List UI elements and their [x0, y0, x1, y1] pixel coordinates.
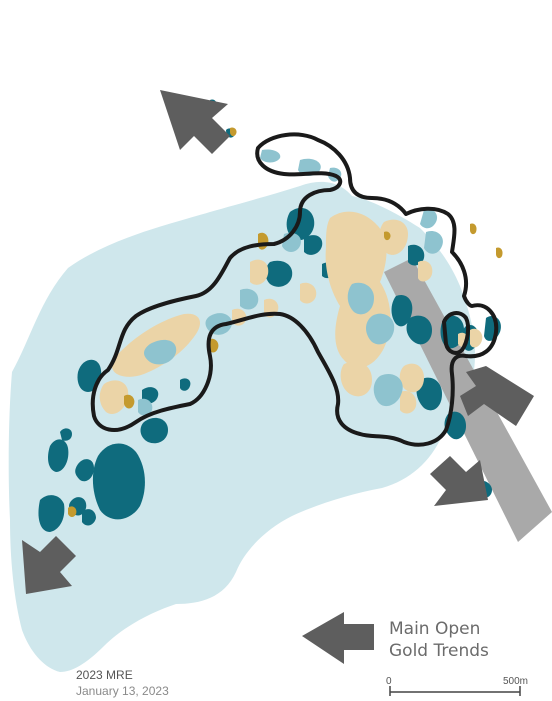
legend-line-2: Gold Trends [389, 641, 489, 661]
trend-arrow-northwest [160, 90, 230, 154]
scale-end-label: 500m [503, 676, 528, 687]
pit-shell-outline-small [441, 311, 471, 355]
caption-title: 2023 MRE [76, 668, 133, 682]
map-caption: 2023 MRE January 13, 2023 [76, 667, 169, 699]
trend-arrow-southwest [22, 536, 76, 594]
trend-legend: Main Open Gold Trends [389, 618, 549, 662]
dark-teal-zones [38, 99, 501, 532]
scale-bar [389, 686, 521, 696]
light-teal-zones [138, 149, 443, 416]
mineralized-halo [8, 181, 476, 672]
trend-arrow-east [460, 366, 534, 426]
pit-shell-outline [90, 132, 499, 447]
legend-line-1: Main Open [389, 619, 481, 639]
scale-start-label: 0 [386, 676, 392, 687]
trend-arrow-southeast [430, 456, 488, 506]
caption-date: January 13, 2023 [76, 684, 169, 698]
legend-arrow-icon [302, 612, 374, 664]
